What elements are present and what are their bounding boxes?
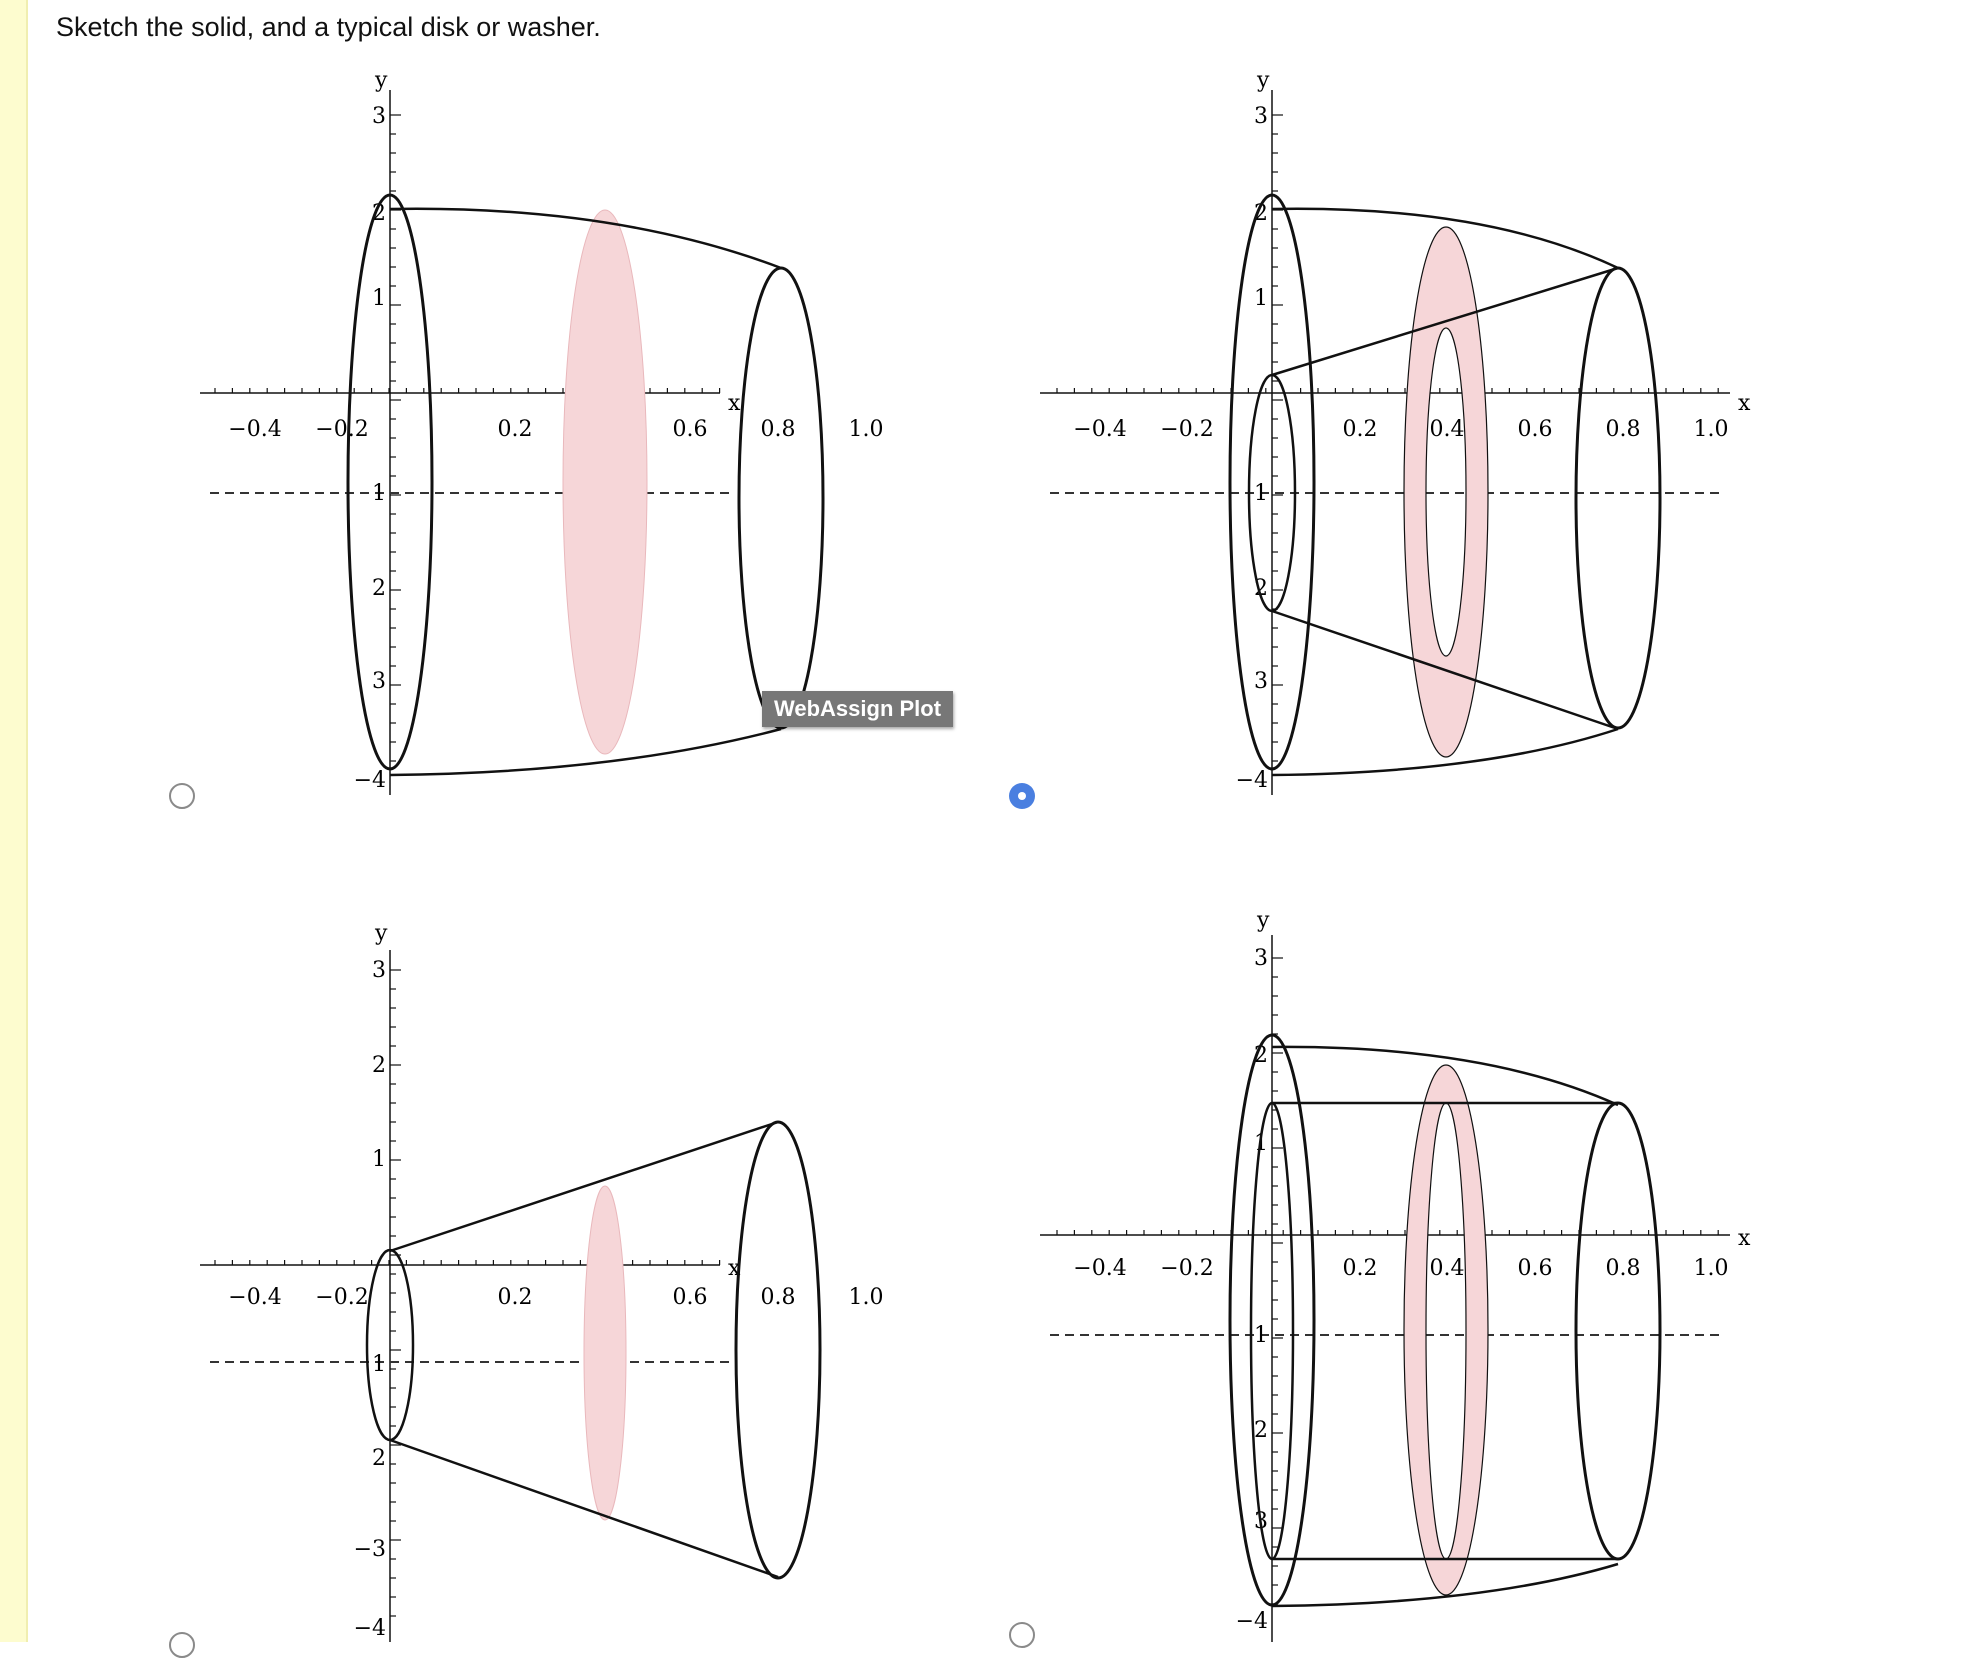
x-tick-label: −0.4	[228, 417, 281, 442]
y-tick-label: −4	[354, 768, 386, 793]
x-tick-label: 0.6	[1518, 1256, 1553, 1281]
x-tick-label: −0.2	[315, 1285, 368, 1310]
radio-option-b[interactable]	[1009, 783, 1035, 809]
y-tick-label: 2	[372, 576, 386, 601]
y-tick-label: 3	[372, 104, 386, 129]
x-tick-label: 0.8	[1606, 1256, 1641, 1281]
x-tick-label: 0.2	[1343, 417, 1378, 442]
x-tick-label: 0.8	[1606, 417, 1641, 442]
y-tick-label: 2	[372, 1053, 386, 1078]
x-tick-label: 0.6	[673, 417, 708, 442]
radio-option-d[interactable]	[1009, 1622, 1035, 1648]
y-tick-label: 3	[372, 669, 386, 694]
x-tick-label: 1.0	[849, 417, 884, 442]
axis-ticks	[1056, 114, 1719, 762]
axis-ticks	[214, 969, 721, 1617]
x-tick-label: −0.4	[1073, 1256, 1126, 1281]
x-tick-label: 0.4	[1430, 417, 1465, 442]
x-tick-label: 0.8	[761, 417, 796, 442]
x-tick-label: −0.2	[1160, 417, 1213, 442]
x-tick-label: 1.0	[1694, 417, 1729, 442]
x-tick-label: 0.2	[498, 417, 533, 442]
x-tick-label: 0.4	[1430, 1256, 1465, 1281]
x-tick-label: 0.2	[1343, 1256, 1378, 1281]
x-tick-label: −0.4	[228, 1285, 281, 1310]
radio-option-a[interactable]	[169, 783, 195, 809]
y-tick-label: 1	[1254, 481, 1268, 506]
x-axis-label: x	[1738, 1226, 1751, 1251]
x-tick-label: 0.6	[673, 1285, 708, 1310]
y-tick-label: 1	[1254, 286, 1268, 311]
y-tick-label: 2	[372, 201, 386, 226]
plot-option-d: x y −0.4 −0.2 0.2 0.4 0.6 0.8 1.0 3 2 1 …	[1040, 908, 1751, 1642]
y-tick-label: 3	[372, 958, 386, 983]
x-tick-label: 0.6	[1518, 417, 1553, 442]
y-tick-label: 3	[1254, 946, 1268, 971]
y-tick-label: 2	[1254, 201, 1268, 226]
y-tick-label: 1	[372, 481, 386, 506]
x-tick-label: −0.4	[1073, 417, 1126, 442]
x-axis-label: x	[1738, 391, 1751, 416]
y-tick-label: 1	[372, 286, 386, 311]
left-margin-strip	[0, 0, 28, 1642]
plot-option-b: x y −0.4 −0.2 0.2 0.4 0.6 0.8 1.0 3 2 1 …	[1040, 68, 1751, 795]
y-tick-label: 1	[372, 1352, 386, 1377]
y-tick-label: −4	[1236, 768, 1268, 793]
y-tick-label: 1	[372, 1147, 386, 1172]
radio-option-c[interactable]	[169, 1632, 195, 1658]
y-tick-label: −3	[354, 1537, 386, 1562]
y-axis-label: y	[1256, 908, 1270, 933]
x-tick-label: 0.8	[761, 1285, 796, 1310]
axis-ticks	[1056, 957, 1719, 1605]
y-axis-label: y	[374, 921, 388, 946]
y-tick-label: −4	[1236, 1609, 1268, 1634]
y-tick-label: 1	[1254, 1323, 1268, 1348]
y-tick-label: 3	[1254, 669, 1268, 694]
x-tick-label: −0.2	[1160, 1256, 1213, 1281]
y-tick-label: 3	[1254, 104, 1268, 129]
y-tick-label: −4	[354, 1616, 386, 1641]
plot-tooltip: WebAssign Plot	[762, 691, 954, 727]
y-axis-label: y	[374, 68, 388, 93]
x-tick-label: 1.0	[1694, 1256, 1729, 1281]
plot-option-a: x y −0.4 −0.2 0.2 0.4 0.6 0.8 1.0 3 2 1 …	[200, 68, 884, 795]
y-axis-label: y	[1256, 68, 1270, 93]
y-tick-label: 2	[1254, 1418, 1268, 1443]
y-tick-label: 2	[372, 1446, 386, 1471]
question-text: Sketch the solid, and a typical disk or …	[56, 12, 601, 42]
x-tick-label: 0.2	[498, 1285, 533, 1310]
x-axis-label: x	[728, 391, 741, 416]
x-tick-label: −0.2	[315, 417, 368, 442]
x-tick-label: 1.0	[849, 1285, 884, 1310]
plot-option-c: x y −0.4 −0.2 0.2 0.4 0.6 0.8 1.0 3 2 1 …	[200, 921, 884, 1642]
